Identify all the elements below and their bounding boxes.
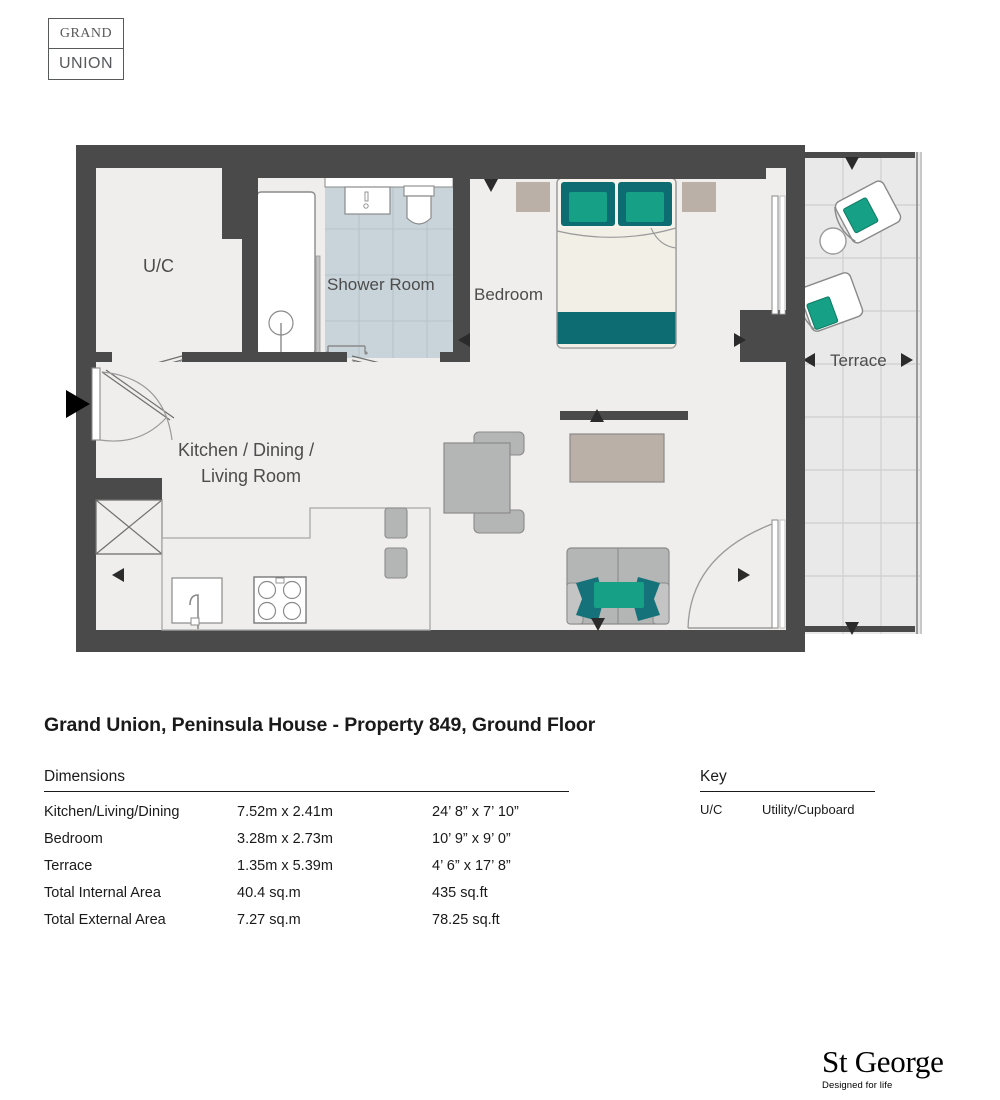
terrace-area: Terrace	[797, 152, 922, 635]
dimensions-table: Kitchen/Living/Dining 7.52m x 2.41m 24’ …	[44, 798, 569, 933]
page-title: Grand Union, Peninsula House - Property …	[44, 714, 596, 736]
bed	[556, 177, 677, 349]
kitchen-sink	[171, 577, 223, 629]
key-section: Key U/C Utility/Cupboard	[700, 768, 875, 821]
table-row: Bedroom 3.28m x 2.73m 10’ 9” x 9’ 0”	[44, 825, 569, 852]
bedroom-arrow-right	[734, 333, 746, 347]
terrace-arrow-down	[845, 622, 859, 635]
dimension-room: Terrace	[44, 857, 93, 874]
terrace-parapet-bottom	[805, 626, 915, 632]
dimension-imperial: 435 sq.ft	[432, 884, 488, 901]
bedroom-terrace-glazing	[771, 195, 786, 315]
room-label-bedroom: Bedroom	[474, 285, 543, 304]
terrace-arrow-up	[845, 157, 859, 170]
living-arrow-right	[738, 568, 750, 582]
dimension-metric: 7.52m x 2.41m	[237, 803, 333, 820]
bedroom-arrow-left	[458, 333, 470, 347]
brand-line-union: UNION	[58, 55, 114, 72]
dining-table	[443, 442, 511, 514]
dining-set	[443, 431, 525, 534]
room-label-living-line1: Kitchen / Dining /	[178, 440, 314, 460]
kitchen-wall-nib	[96, 478, 162, 500]
dimension-metric: 3.28m x 2.73m	[237, 830, 333, 847]
terrace-arrow-left	[803, 353, 815, 367]
sofa	[566, 547, 670, 625]
table-row: Terrace 1.35m x 5.39m 4’ 6” x 17’ 8”	[44, 852, 569, 879]
living-arrow-down	[591, 618, 605, 631]
st-george-logo: St George Designed for life	[822, 1046, 972, 1091]
room-label-utility: U/C	[143, 256, 174, 276]
service-riser	[95, 499, 163, 555]
table-row: Total External Area 7.27 sq.m 78.25 sq.f…	[44, 906, 569, 933]
dimension-room: Bedroom	[44, 830, 103, 847]
room-label-shower: Shower Room	[327, 275, 435, 294]
grand-union-logo: GRAND UNION	[48, 18, 124, 80]
shower-screen	[315, 255, 321, 355]
table-row: U/C Utility/Cupboard	[700, 798, 875, 821]
dimension-imperial: 10’ 9” x 9’ 0”	[432, 830, 511, 847]
shower-basin	[324, 175, 454, 215]
key-meaning: Utility/Cupboard	[762, 802, 855, 817]
kitchen-counter	[161, 500, 431, 631]
table-row: Kitchen/Living/Dining 7.52m x 2.41m 24’ …	[44, 798, 569, 825]
developer-tagline: Designed for life	[822, 1080, 893, 1091]
sideboard	[569, 433, 665, 483]
dimension-room: Total Internal Area	[44, 884, 161, 901]
entrance-door	[66, 367, 175, 442]
dimension-room: Total External Area	[44, 911, 166, 928]
key-table: U/C Utility/Cupboard	[700, 798, 875, 821]
terrace-armchair-1	[834, 180, 902, 244]
dimension-imperial: 24’ 8” x 7’ 10”	[432, 803, 519, 820]
dimension-imperial: 4’ 6” x 17’ 8”	[432, 857, 511, 874]
shower-tray	[256, 191, 321, 356]
kitchen-hob	[253, 576, 307, 624]
bedside-table-left	[516, 182, 550, 212]
bedside-table-right	[682, 182, 716, 212]
terrace-railing	[916, 152, 922, 634]
room-shower: Shower Room	[242, 168, 470, 390]
dimensions-section: Dimensions Kitchen/Living/Dining 7.52m x…	[44, 768, 569, 933]
room-utility-cupboard: U/C	[76, 145, 242, 389]
wall-bar-living	[560, 411, 688, 420]
room-label-terrace: Terrace	[830, 351, 887, 370]
terrace-parapet-top	[805, 152, 915, 158]
entrance-arrow	[66, 390, 90, 418]
terrace-arrow-right	[901, 353, 913, 367]
key-heading: Key	[700, 768, 875, 792]
dimensions-heading: Dimensions	[44, 768, 569, 792]
dimension-imperial: 78.25 sq.ft	[432, 911, 500, 928]
key-abbreviation: U/C	[700, 802, 723, 817]
living-terrace-door	[687, 519, 786, 629]
living-arrow-up	[590, 409, 604, 422]
terrace-side-table	[819, 227, 847, 255]
developer-name: St George	[822, 1044, 944, 1079]
brand-line-grand: GRAND	[49, 19, 123, 49]
dimension-metric: 1.35m x 5.39m	[237, 857, 333, 874]
kitchen-arrow-left	[112, 568, 124, 582]
dimension-metric: 40.4 sq.m	[237, 884, 301, 901]
breakfast-bar-stools	[384, 507, 408, 579]
dimension-room: Kitchen/Living/Dining	[44, 803, 180, 820]
room-kitchen-dining-living: Kitchen / Dining / Living Room	[66, 145, 786, 652]
shower-wc	[403, 185, 435, 225]
table-row: Total Internal Area 40.4 sq.m 435 sq.ft	[44, 879, 569, 906]
room-label-living-line2: Living Room	[201, 466, 301, 486]
floorplan-drawing: Terrace	[66, 145, 922, 652]
dimension-metric: 7.27 sq.m	[237, 911, 301, 928]
bedroom-arrow-up	[484, 179, 498, 192]
